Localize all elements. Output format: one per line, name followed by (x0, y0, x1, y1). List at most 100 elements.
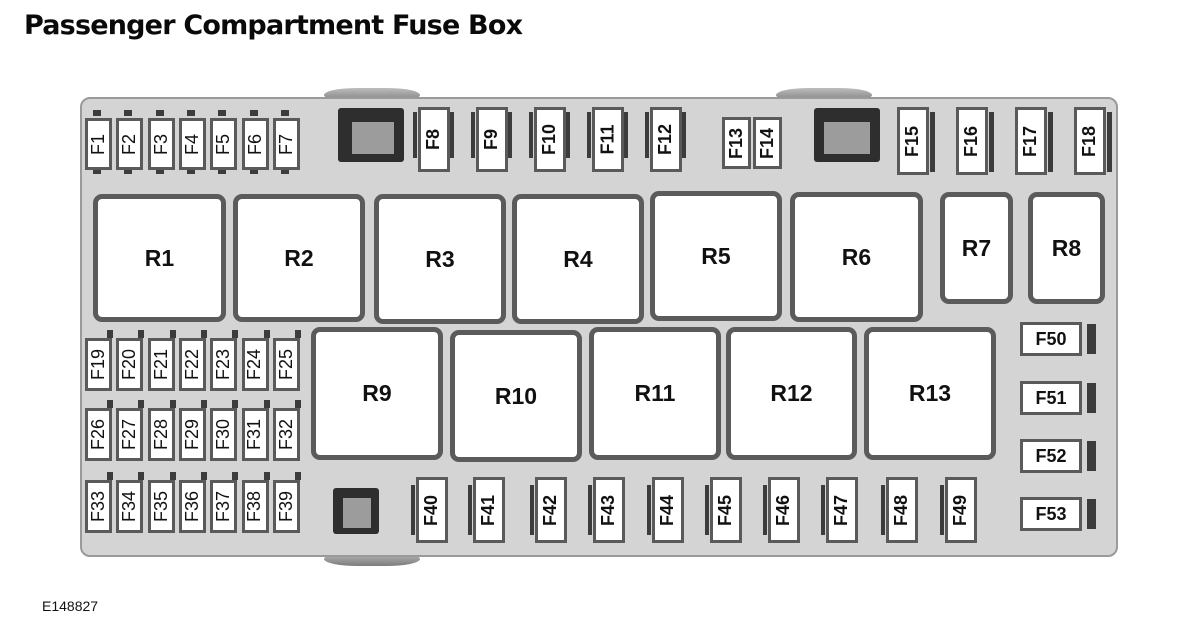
relay-label: R10 (494, 382, 538, 409)
terminal-clip (263, 330, 270, 338)
relay-label: R5 (701, 242, 731, 269)
fuse-f10: F10 (534, 107, 566, 172)
fuse-f51: F51 (1020, 381, 1082, 415)
terminal-clip (124, 168, 133, 174)
fuse-f52: F52 (1020, 439, 1082, 473)
relay-r11: R11 (589, 327, 721, 460)
relay-label: R6 (841, 243, 872, 270)
fuse-label: F23 (213, 348, 234, 381)
fuse-f4: F4 (178, 118, 206, 170)
fuse-label: F18 (1079, 125, 1100, 157)
terminal-clip (155, 168, 164, 174)
terminal-clip (624, 112, 628, 158)
terminal-clip (763, 485, 767, 535)
terminal-clip (232, 472, 239, 480)
relay-r13: R13 (864, 327, 996, 460)
fuse-f41: F41 (473, 477, 505, 543)
terminal-clip (1087, 441, 1096, 471)
fuse-label: F25 (275, 348, 296, 381)
fuse-f30: F30 (210, 408, 238, 461)
fuse-label: F41 (478, 494, 499, 526)
relay-r4: R4 (512, 194, 644, 324)
fuse-label: F38 (244, 490, 265, 523)
figure-code: E148827 (42, 598, 99, 614)
relay-r8: R8 (1028, 192, 1105, 304)
fuse-f12: F12 (650, 107, 682, 172)
fuse-f7: F7 (272, 118, 300, 170)
terminal-clip (529, 112, 533, 158)
relay-label: R1 (144, 244, 175, 271)
relay-r1: R1 (93, 194, 226, 322)
relay-label: R12 (770, 380, 813, 406)
terminal-clip (645, 112, 649, 158)
fuse-f23: F23 (210, 338, 238, 391)
fuse-f9: F9 (476, 107, 508, 172)
relay-label: R13 (908, 380, 952, 406)
fuse-label: F22 (181, 348, 202, 381)
connector-top-left (338, 108, 404, 162)
terminal-clip (411, 485, 415, 535)
fuse-f53: F53 (1020, 497, 1082, 531)
relay-r12: R12 (726, 327, 857, 460)
fuse-label: F39 (275, 490, 296, 523)
fuse-label: F42 (540, 494, 561, 526)
fuse-label: F14 (757, 127, 777, 159)
terminal-clip (471, 112, 475, 158)
fuse-label: F34 (119, 490, 140, 523)
relay-r6: R6 (790, 192, 923, 322)
fuse-f22: F22 (178, 338, 206, 391)
terminal-clip (107, 472, 113, 480)
fuse-label: F49 (950, 494, 971, 526)
page-title: Passenger Compartment Fuse Box (24, 10, 523, 41)
fuse-label: F15 (902, 125, 923, 157)
terminal-clip (940, 485, 944, 535)
terminal-clip (93, 168, 101, 174)
fuse-label: F5 (213, 133, 234, 155)
terminal-clip (249, 168, 258, 174)
connector-bottom-left (333, 488, 379, 534)
fuse-label: F36 (181, 490, 202, 523)
fuse-f24: F24 (241, 338, 269, 391)
fuse-f43: F43 (593, 477, 625, 543)
fuse-label: F9 (481, 128, 502, 151)
terminal-clip (647, 485, 651, 535)
relay-label: R11 (634, 380, 676, 406)
fuse-f17: F17 (1015, 107, 1047, 175)
fuse-f42: F42 (535, 477, 567, 543)
fuse-label: F7 (275, 133, 296, 155)
terminal-clip (93, 110, 101, 116)
terminal-clip (218, 110, 227, 116)
terminal-clip (200, 330, 207, 338)
fuse-f11: F11 (592, 107, 624, 172)
fuse-f49: F49 (945, 477, 977, 543)
terminal-clip (232, 330, 239, 338)
fuse-f25: F25 (272, 338, 300, 391)
relay-label: R4 (563, 245, 593, 272)
fuse-f19: F19 (85, 338, 112, 391)
terminal-clip (107, 400, 113, 408)
fuse-f31: F31 (241, 408, 269, 461)
fuse-f13: F13 (722, 117, 751, 169)
fuse-f32: F32 (272, 408, 300, 461)
fuse-f8: F8 (418, 107, 450, 172)
fuse-label: F10 (539, 123, 560, 156)
fuse-f20: F20 (116, 338, 144, 391)
fuse-f26: F26 (85, 408, 112, 461)
fuse-label: F11 (597, 124, 618, 155)
fuse-label: F47 (831, 494, 852, 526)
fuse-label: F27 (119, 418, 140, 451)
fuse-f28: F28 (147, 408, 175, 461)
relay-label: R8 (1051, 234, 1082, 261)
terminal-clip (989, 112, 994, 172)
fuse-f46: F46 (768, 477, 800, 543)
fuse-label: F20 (119, 348, 140, 381)
fuse-f21: F21 (147, 338, 175, 391)
fuse-label: F28 (150, 418, 171, 451)
terminal-clip (263, 400, 270, 408)
terminal-clip (186, 110, 195, 116)
fuse-label: F33 (88, 490, 108, 523)
terminal-clip (881, 485, 885, 535)
relay-r10: R10 (450, 330, 582, 462)
fuse-label: F4 (181, 133, 202, 155)
terminal-clip (169, 472, 176, 480)
